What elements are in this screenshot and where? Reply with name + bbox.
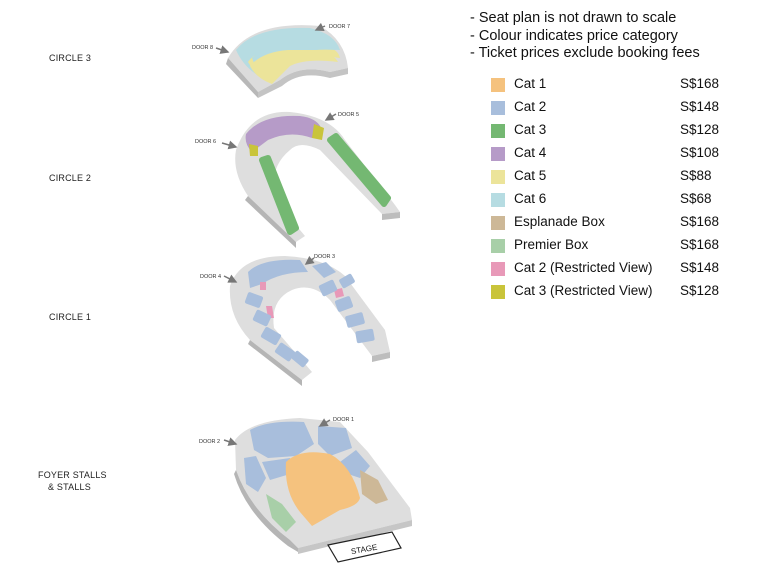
door3-label: DOOR 3 — [314, 254, 335, 260]
door7-label: DOOR 7 — [329, 24, 350, 30]
door5-label: DOOR 5 — [338, 112, 359, 118]
legend-swatch — [491, 78, 505, 92]
legend-price: S$168 — [680, 214, 720, 229]
door4-label: DOOR 4 — [200, 274, 221, 280]
legend-row: Cat 3 (Restricted View) S$128 — [491, 283, 731, 306]
door8-arrow-icon — [215, 45, 230, 54]
circle3-section — [226, 25, 348, 98]
legend-price: S$148 — [680, 260, 720, 275]
legend-swatch — [491, 216, 505, 230]
legend-swatch — [491, 101, 505, 115]
price-legend: Cat 1 S$168 Cat 2 S$148 Cat 3 S$128 Cat … — [491, 76, 731, 306]
level-label-circle3: CIRCLE 3 — [49, 53, 92, 63]
level-label-stalls-line1: FOYER STALLS — [38, 470, 107, 480]
stalls-section: STAGE — [234, 418, 412, 563]
legend-category: Cat 2 — [514, 99, 547, 114]
legend-swatch — [491, 285, 505, 299]
circle2-cat4-block — [245, 115, 322, 152]
legend-row: Cat 4 S$108 — [491, 145, 731, 168]
circle2-cat3-left — [259, 155, 299, 235]
door2-arrow-icon — [223, 437, 238, 446]
legend-price: S$108 — [680, 145, 720, 160]
legend-category: Cat 3 (Restricted View) — [514, 283, 653, 298]
legend-price: S$68 — [680, 191, 712, 206]
circle2-section — [235, 111, 400, 248]
legend-category: Cat 4 — [514, 145, 547, 160]
legend-price: S$168 — [680, 76, 720, 91]
legend-row: Cat 3 S$128 — [491, 122, 731, 145]
legend-row: Cat 5 S$88 — [491, 168, 731, 191]
door5-arrow-icon — [324, 112, 337, 121]
legend-swatch — [491, 239, 505, 253]
note-colour: - Colour indicates price category — [470, 27, 678, 44]
legend-row: Premier Box S$168 — [491, 237, 731, 260]
door2-label: DOOR 2 — [199, 439, 220, 445]
legend-swatch — [491, 193, 505, 207]
legend-price: S$128 — [680, 283, 720, 298]
legend-price: S$168 — [680, 237, 720, 252]
door8-label: DOOR 8 — [192, 45, 213, 51]
legend-category: Cat 6 — [514, 191, 547, 206]
circle1-cat2-top — [248, 259, 308, 288]
legend-row: Cat 6 S$68 — [491, 191, 731, 214]
legend-category: Cat 5 — [514, 168, 547, 183]
door4-arrow-icon — [223, 274, 238, 283]
circle1-section — [229, 256, 390, 386]
door6-arrow-icon — [221, 140, 238, 150]
stalls-cat2-rear — [250, 421, 314, 458]
circle2-cat3-right — [327, 133, 391, 207]
legend-swatch — [491, 170, 505, 184]
legend-category: Esplanade Box — [514, 214, 605, 229]
legend-category: Premier Box — [514, 237, 589, 252]
legend-swatch — [491, 262, 505, 276]
stage-box — [327, 531, 402, 563]
level-label-circle1: CIRCLE 1 — [49, 312, 92, 322]
legend-row: Cat 1 S$168 — [491, 76, 731, 99]
door7-arrow-icon — [314, 22, 326, 32]
legend-row: Cat 2 S$148 — [491, 99, 731, 122]
stalls-esplanade-box — [360, 470, 388, 504]
note-scale: - Seat plan is not drawn to scale — [470, 10, 677, 26]
notes: - Seat plan is not drawn to scale - Colo… — [470, 10, 700, 63]
door3-arrow-icon — [304, 255, 315, 265]
door1-arrow-icon — [318, 418, 331, 427]
stalls-cat1-block — [285, 452, 360, 526]
legend-category: Cat 3 — [514, 122, 547, 137]
door1-label: DOOR 1 — [333, 417, 354, 423]
note-fees: - Ticket prices exclude booking fees — [470, 45, 700, 61]
circle2-restricted-cat3-left — [249, 144, 258, 156]
legend-row: Esplanade Box S$168 — [491, 214, 731, 237]
legend-category: Cat 2 (Restricted View) — [514, 260, 653, 275]
legend-price: S$88 — [680, 168, 712, 183]
legend-price: S$128 — [680, 122, 720, 137]
legend-category: Cat 1 — [514, 76, 547, 91]
level-label-stalls-line2: & STALLS — [48, 482, 91, 492]
legend-swatch — [491, 124, 505, 138]
legend-swatch — [491, 147, 505, 161]
circle2-restricted-cat3-right — [312, 124, 324, 140]
stalls-premier-box — [266, 494, 296, 532]
level-label-circle2: CIRCLE 2 — [49, 173, 92, 183]
legend-row: Cat 2 (Restricted View) S$148 — [491, 260, 731, 283]
door6-label: DOOR 6 — [195, 139, 216, 145]
legend-price: S$148 — [680, 99, 720, 114]
